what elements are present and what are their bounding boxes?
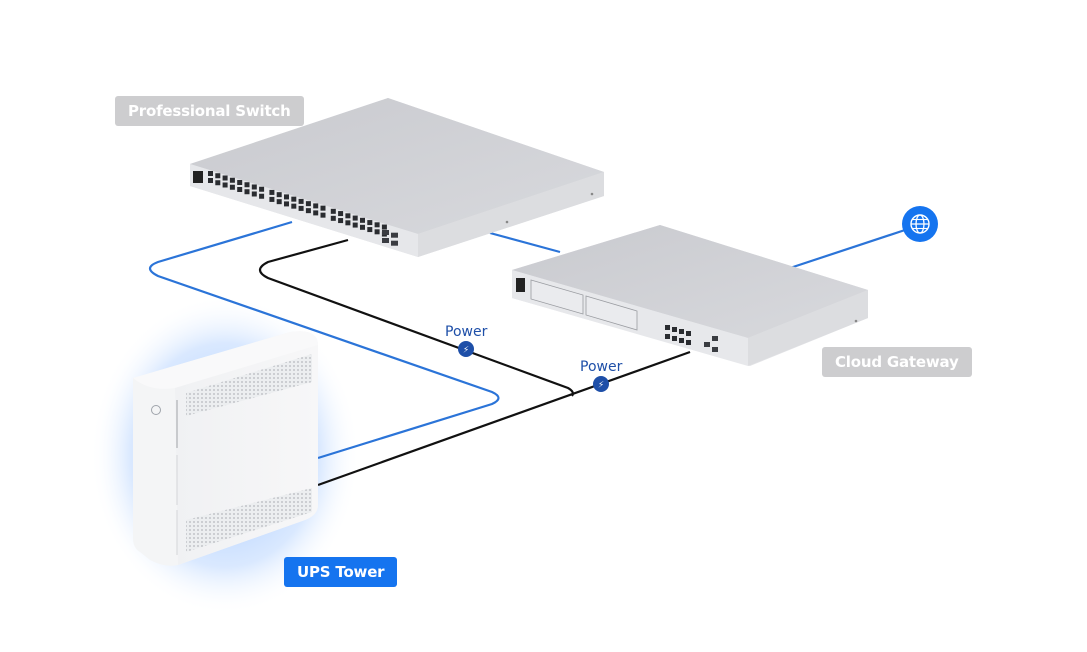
- internet-node[interactable]: [902, 206, 938, 242]
- rj45-port: [222, 182, 228, 188]
- sfp-port: [391, 240, 398, 246]
- ups-power-button-icon[interactable]: [151, 405, 161, 415]
- rj45-port: [244, 182, 250, 188]
- uplink-port: [712, 347, 718, 352]
- rj45-port: [686, 340, 691, 345]
- rj45-port: [298, 205, 304, 211]
- rj45-port: [251, 184, 257, 190]
- rj45-port: [679, 329, 684, 334]
- rj45-port: [237, 179, 243, 185]
- rj45-port: [352, 215, 358, 221]
- sfp-port: [382, 238, 389, 243]
- rj45-port: [679, 338, 684, 343]
- rj45-port: [269, 196, 275, 202]
- rj45-port: [215, 173, 221, 179]
- uplink-port: [712, 336, 718, 341]
- rj45-port: [330, 208, 336, 214]
- rj45-port: [320, 212, 326, 218]
- rj45-port: [367, 227, 373, 233]
- rj45-port: [229, 184, 235, 190]
- rj45-port: [276, 192, 282, 198]
- rj45-port: [665, 334, 670, 339]
- rj45-port: [305, 201, 311, 207]
- rj45-port: [313, 210, 319, 216]
- rj45-port: [215, 180, 221, 186]
- data-cable-switch-gateway: [489, 231, 561, 254]
- rj45-port: [672, 336, 677, 341]
- power-label-switch: Power: [445, 324, 488, 340]
- sfp-port: [391, 232, 398, 238]
- power-badge-2: ⚡: [593, 376, 609, 392]
- rj45-port: [360, 217, 365, 223]
- rj45-port: [208, 171, 213, 176]
- rj45-port: [244, 189, 250, 195]
- rj45-port: [229, 177, 235, 183]
- rj45-port: [320, 205, 326, 211]
- rj45-port: [367, 220, 373, 226]
- data-cable-switch-ups: [148, 220, 500, 460]
- cloud-gateway-label: Cloud Gateway: [822, 347, 972, 377]
- rj45-port: [259, 193, 265, 199]
- rj45-port: [374, 229, 380, 235]
- rj45-port: [313, 203, 319, 209]
- rj45-port: [338, 211, 344, 217]
- power-label-gateway: Power: [580, 359, 623, 375]
- professional-switch-label: Professional Switch: [115, 96, 304, 126]
- professional-switch[interactable]: [190, 98, 604, 257]
- rj45-port: [345, 220, 351, 226]
- rj45-port: [291, 196, 297, 202]
- bolt-icon: ⚡: [598, 381, 604, 391]
- rj45-port: [208, 178, 213, 183]
- rj45-port: [291, 203, 297, 209]
- rj45-port: [284, 201, 289, 207]
- sfp-port: [382, 230, 389, 235]
- rj45-port: [259, 186, 265, 192]
- uplink-port: [704, 342, 710, 347]
- ups-tower[interactable]: [133, 331, 318, 566]
- rj45-port: [686, 331, 691, 336]
- rj45-port: [305, 208, 311, 214]
- rj45-port: [665, 325, 670, 330]
- bolt-icon: ⚡: [463, 346, 469, 356]
- rj45-port: [345, 213, 351, 219]
- cloud-gateway[interactable]: [512, 225, 868, 366]
- power-badge-1: ⚡: [458, 341, 474, 357]
- rj45-port: [330, 215, 336, 221]
- rj45-port: [237, 186, 243, 192]
- rj45-port: [269, 189, 275, 195]
- rj45-port: [381, 224, 387, 230]
- rj45-port: [251, 191, 257, 197]
- rj45-port: [298, 198, 304, 204]
- rj45-port: [672, 327, 677, 332]
- rj45-port: [276, 199, 282, 205]
- power-cable-ups-gateway: [317, 350, 691, 487]
- rj45-port: [284, 194, 289, 200]
- rj45-port: [374, 222, 380, 228]
- ups-tower-label: UPS Tower: [284, 557, 398, 587]
- rj45-port: [352, 222, 358, 228]
- rj45-port: [360, 224, 365, 230]
- data-cable-gateway-internet: [789, 228, 906, 270]
- rj45-port: [222, 175, 228, 181]
- rj45-port: [338, 218, 344, 224]
- globe-icon: [910, 214, 930, 234]
